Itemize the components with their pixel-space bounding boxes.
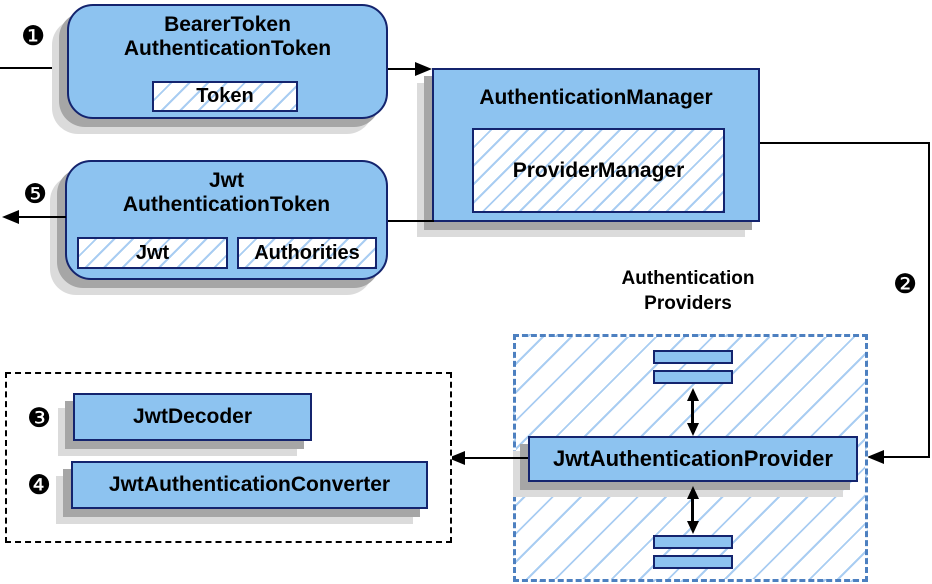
provider-stack-top-bar-2 [653,370,733,384]
decoder-converter-group: JwtDecoder JwtAuthenticationConverter [5,372,452,543]
token-chip: Token [152,81,298,112]
provider-stack-bottom-bar-2 [653,555,733,569]
step5-connector-line [16,216,66,218]
top-double-arrow-down-head [687,423,699,436]
bearer-token-title-line1: BearerToken [164,13,291,36]
step1-badge: ❶ [21,21,46,52]
step4-badge: ❹ [27,470,52,501]
bearer-to-manager-line [388,68,416,70]
authentication-providers-group: JwtAuthenticationProvider [513,334,868,582]
step2-connector-vertical [928,142,930,458]
step2-connector-top [760,142,930,144]
provider-stack-bottom-bar-1 [653,535,733,549]
bearer-token-authentication-token-box: BearerToken AuthenticationToken Token [67,4,388,119]
manager-to-jwt-token-line [388,220,434,222]
step3-badge: ❸ [27,403,52,434]
bearer-to-manager-arrowhead [415,62,432,76]
jwt-token-title-line1: Jwt [208,169,244,192]
step5-badge: ❺ [23,179,48,210]
jwt-authentication-provider-box: JwtAuthenticationProvider [528,436,858,482]
top-double-arrow-up-head [687,388,699,401]
step2-arrowhead [867,450,884,464]
bottom-double-arrow [686,486,700,534]
providers-title-line2: Providers [644,293,732,314]
provider-manager-chip: ProviderManager [472,128,725,213]
top-double-arrow-stem [691,397,694,427]
jwt-decoder-label: JwtDecoder [132,405,253,428]
providers-group-title: Authentication Providers [563,266,813,316]
jwt-authentication-converter-box: JwtAuthenticationConverter [71,461,428,509]
authentication-manager-title: AuthenticationManager [479,86,713,109]
step1-connector-line [0,67,65,69]
jwt-authentication-provider-label: JwtAuthenticationProvider [553,446,833,471]
bottom-double-arrow-stem [691,495,694,525]
authorities-chip: Authorities [237,237,377,269]
bottom-double-arrow-up-head [687,486,699,499]
jwt-decoder-box: JwtDecoder [73,393,312,441]
bottom-double-arrow-down-head [687,521,699,534]
top-double-arrow [686,388,700,436]
bearer-token-title-line2: AuthenticationToken [123,37,332,60]
step2-badge: ❷ [893,269,918,300]
jwt-authentication-token-box: Jwt AuthenticationToken Jwt Authorities [65,160,388,280]
provider-to-decoder-arrowhead [448,451,465,465]
step2-connector-bottom [884,456,930,458]
jwt-token-title-line2: AuthenticationToken [122,193,331,216]
jwt-chip: Jwt [77,237,228,269]
step5-arrowhead [2,210,19,224]
providers-title-line1: Authentication [621,268,755,289]
provider-stack-top-bar-1 [653,350,733,364]
jwt-authentication-converter-label: JwtAuthenticationConverter [108,473,391,496]
provider-to-decoder-line [464,457,528,459]
authentication-manager-box: AuthenticationManager ProviderManager [432,68,760,222]
